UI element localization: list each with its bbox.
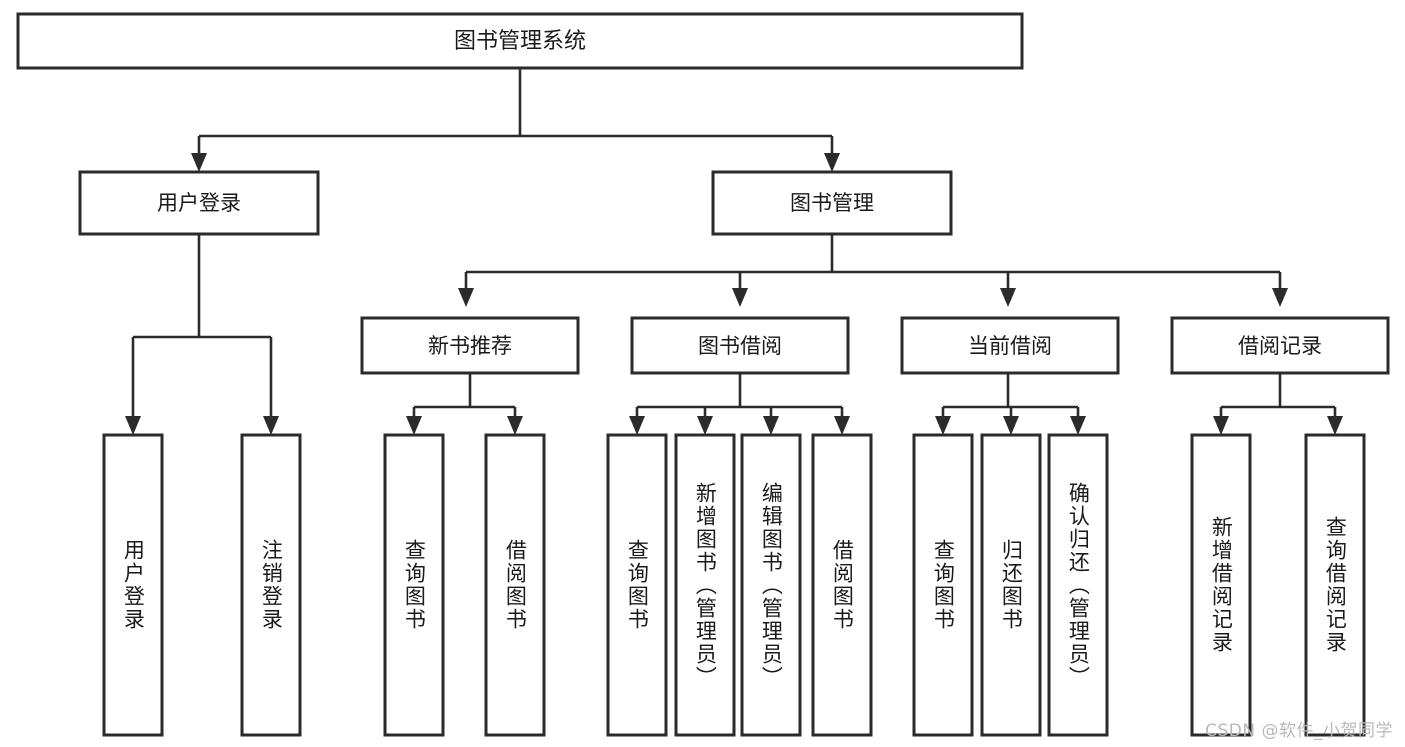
leaf-box-book-borrow-3[interactable] (811, 433, 873, 737)
edge-book-manage-children (458, 234, 1288, 307)
edge-borrow-record-children (1213, 373, 1343, 435)
node-book-borrow[interactable]: 图书借阅 (630, 316, 850, 375)
leaf-box-user-login-1[interactable] (240, 433, 302, 737)
edge-root-to-book-manage (824, 136, 840, 172)
node-current-borrow[interactable]: 当前借阅 (900, 316, 1120, 375)
node-root-label: 图书管理系统 (454, 29, 586, 54)
node-borrow-record-label: 借阅记录 (1238, 334, 1322, 358)
leaf-box-book-borrow-2[interactable] (740, 433, 802, 737)
node-user-login-label: 用户登录 (157, 191, 241, 215)
edge-book-borrow-children (629, 373, 850, 435)
leaf-box-borrow-record-1[interactable] (1304, 433, 1366, 737)
leaf-box-book-borrow-0[interactable] (606, 433, 668, 737)
node-new-book-recommend[interactable]: 新书推荐 (360, 316, 580, 375)
watermark: CSDN @软件_小贺同学 (1205, 721, 1393, 741)
leaf-box-new-book-0[interactable] (383, 433, 445, 737)
node-current-borrow-label: 当前借阅 (968, 334, 1052, 358)
node-book-manage[interactable]: 图书管理 (711, 170, 953, 236)
leaf-box-current-borrow-2[interactable] (1047, 433, 1109, 737)
edge-current-borrow-children (935, 373, 1086, 435)
leaf-box-current-borrow-1[interactable] (980, 433, 1042, 737)
leaf-box-new-book-1[interactable] (484, 433, 546, 737)
edge-user-login-children (125, 234, 279, 435)
leaf-box-book-borrow-1[interactable] (674, 433, 736, 737)
node-user-login[interactable]: 用户登录 (78, 170, 320, 236)
edge-root-stem (199, 68, 832, 138)
node-book-manage-label: 图书管理 (790, 191, 874, 215)
leaf-box-borrow-record-0[interactable] (1190, 433, 1252, 737)
node-new-book-recommend-label: 新书推荐 (428, 334, 512, 358)
node-book-borrow-label: 图书借阅 (698, 334, 782, 358)
leaf-box-user-login-0[interactable] (102, 433, 164, 737)
node-borrow-record[interactable]: 借阅记录 (1170, 316, 1390, 375)
edge-root-to-user-login (191, 136, 207, 172)
edge-new-book-children (406, 373, 523, 435)
node-root[interactable]: 图书管理系统 (16, 12, 1024, 70)
leaf-box-current-borrow-0[interactable] (912, 433, 974, 737)
